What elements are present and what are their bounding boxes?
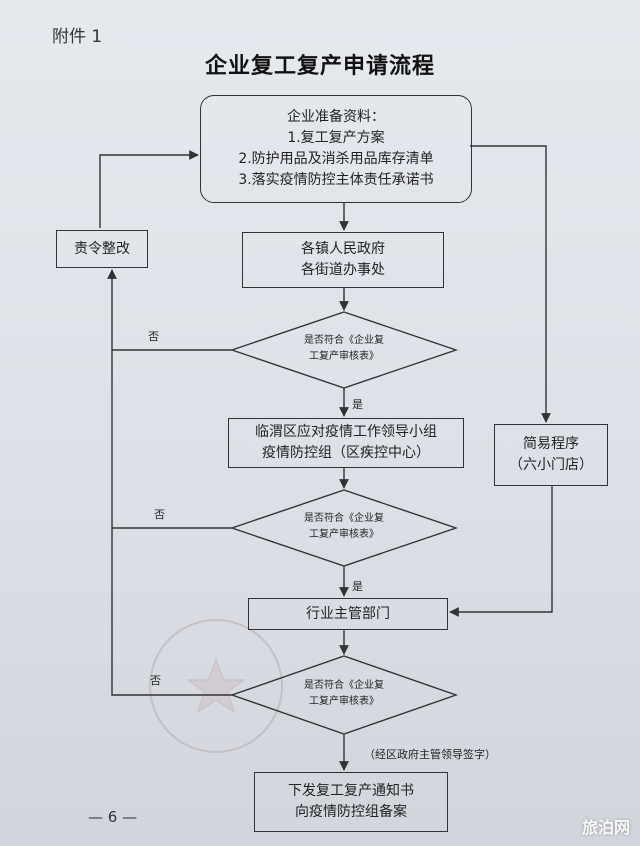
town-line-2: 各街道办事处 <box>301 262 385 278</box>
box-district-group: 临渭区应对疫情工作领导小组 疫情防控组（区疾控中心） <box>228 418 464 468</box>
town-line-1: 各镇人民政府 <box>301 241 385 257</box>
yes-label-1: 是 <box>352 398 363 411</box>
simple-line-2: （六小门店） <box>509 457 593 473</box>
decision-2-text: 是否符合《企业复 工复产审核表》 <box>232 511 456 543</box>
box-final-notice: 下发复工复产通知书 向疫情防控组备案 <box>254 772 448 832</box>
box-town-government: 各镇人民政府 各街道办事处 <box>242 232 444 288</box>
arrow-prepare-to-simple <box>470 145 551 423</box>
final-line-2: 向疫情防控组备案 <box>295 804 407 820</box>
rectify-label: 责令整改 <box>74 240 130 257</box>
attachment-label: 附件 1 <box>52 27 103 47</box>
box-simple-procedure: 简易程序 （六小门店） <box>494 424 608 486</box>
stamp-star-icon <box>185 658 247 714</box>
yes-label-2: 是 <box>352 580 363 593</box>
check1-line-2: 工复产审核表》 <box>309 351 379 362</box>
box-industry-department: 行业主管部门 <box>248 598 448 630</box>
check3-line-1: 是否符合《企业复 <box>304 680 384 691</box>
industry-label: 行业主管部门 <box>306 605 390 622</box>
final-line-1: 下发复工复产通知书 <box>288 783 414 799</box>
decision-3-text: 是否符合《企业复 工复产审核表》 <box>232 678 456 710</box>
check1-line-1: 是否符合《企业复 <box>304 335 384 346</box>
prepare-heading: 企业准备资料： <box>287 109 385 125</box>
check2-line-2: 工复产审核表》 <box>309 529 379 540</box>
check3-line-2: 工复产审核表》 <box>309 696 379 707</box>
page-number: — 6 — <box>88 808 138 826</box>
signature-note: （经区政府主管领导签字） <box>364 748 496 761</box>
no-label-2: 否 <box>154 508 165 521</box>
page-title: 企业复工复产申请流程 <box>204 54 435 79</box>
prepare-item-3: 3.落实疫情防控主体责任承诺书 <box>238 172 434 188</box>
box-prepare-materials: 企业准备资料： 1.复工复产方案 2.防护用品及消杀用品库存清单 3.落实疫情防… <box>200 95 472 203</box>
simple-line-1: 简易程序 <box>523 436 579 452</box>
box-rectify: 责令整改 <box>56 230 148 268</box>
no-label-1: 否 <box>148 330 159 343</box>
district-line-1: 临渭区应对疫情工作领导小组 <box>255 424 437 440</box>
arrow-rectify-to-prepare <box>99 150 199 228</box>
arrow-simple-to-industry <box>449 486 553 617</box>
stamp-outline <box>149 619 283 753</box>
prepare-item-1: 1.复工复产方案 <box>287 130 385 146</box>
watermark: 旅泊网 <box>581 818 630 837</box>
check2-line-1: 是否符合《企业复 <box>304 513 384 524</box>
no-label-3: 否 <box>150 674 161 687</box>
prepare-item-2: 2.防护用品及消杀用品库存清单 <box>238 151 434 167</box>
district-line-2: 疫情防控组（区疾控中心） <box>262 445 430 461</box>
decision-1-text: 是否符合《企业复 工复产审核表》 <box>232 333 456 365</box>
no-line-3-to-rectify <box>107 269 232 696</box>
